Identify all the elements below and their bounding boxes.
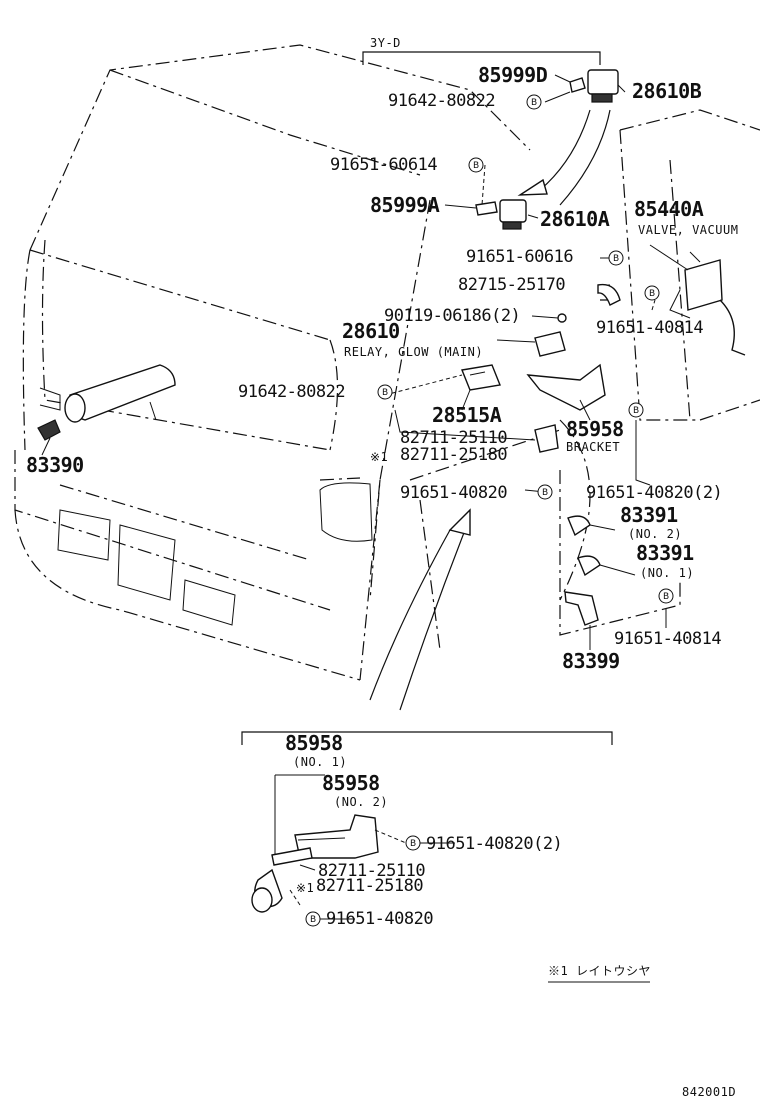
label-83390: 83390 (26, 453, 84, 477)
relay-28610B-shape (569, 69, 619, 103)
relay-28610A-shape (475, 199, 527, 230)
label-90119-06186: 90119-06186(2) (384, 306, 520, 326)
bolt-icon: B (468, 157, 484, 173)
detail-label-82711-25110: 82711-25110 (318, 861, 425, 881)
label-85958: 85958 (566, 417, 624, 441)
svg-text:B: B (531, 98, 537, 108)
leader-lines (41, 74, 689, 650)
label-91642-80822-mid: 91642-80822 (238, 382, 345, 402)
svg-text:B: B (410, 839, 416, 849)
vehicle-outline (14, 44, 760, 681)
detail-label-85958-no2: 85958 (322, 771, 380, 795)
detail-label-85958-no1: 85958 (285, 731, 343, 755)
label-85999A: 85999A (370, 193, 440, 217)
label-91651-60614: 91651-60614 (330, 155, 437, 175)
label-91642-80822-top: 91642-80822 (388, 91, 495, 111)
detail-label-no2: (NO. 2) (334, 795, 388, 809)
bracket-28515A (461, 364, 501, 391)
bolt-icon: B (537, 484, 553, 500)
label-no1: (NO. 1) (640, 566, 694, 580)
svg-text:B: B (382, 388, 388, 398)
label-82711-25110: 82711-25110 (400, 428, 507, 448)
svg-text:B: B (542, 488, 548, 498)
clamp-82711 (534, 424, 559, 453)
part-labels: 85999D 91642-80822 28610B 91651-60614 85… (26, 63, 738, 673)
svg-text:B: B (310, 915, 316, 925)
label-82711-25180: 82711-25180 (400, 445, 507, 465)
label-no2: (NO. 2) (628, 527, 682, 541)
bolt-icon: B (658, 588, 674, 604)
svg-text:B: B (633, 406, 639, 416)
bolt-icon: B (405, 835, 421, 851)
engine-label: 3Y-D (370, 36, 401, 50)
footnote: ※1 レイトウシヤ (548, 964, 651, 983)
label-28515A: 28515A (432, 403, 502, 427)
bolt-icon: B (526, 94, 542, 110)
bolt-icon: B (608, 250, 624, 266)
detail-label-91651-40820-2: 91651-40820(2) (426, 834, 562, 854)
bracket-85958 (526, 363, 606, 411)
label-83399: 83399 (562, 649, 620, 673)
svg-text:B: B (473, 161, 479, 171)
glow-relay-cylinder (37, 364, 176, 441)
detail-label-91651-40820: 91651-40820 (326, 909, 433, 929)
label-85999D: 85999D (478, 63, 548, 87)
lower-dashed-box (559, 470, 681, 636)
label-28610B: 28610B (632, 79, 702, 103)
clamp-83391-no2 (567, 515, 591, 537)
label-91651-60616: 91651-60616 (466, 247, 573, 267)
footnote-text: ※1 レイトウシヤ (548, 964, 651, 978)
clamp-83391-no1 (577, 555, 601, 577)
label-28610A: 28610A (540, 207, 610, 231)
label-91651-40814-b: 91651-40814 (614, 629, 721, 649)
bolt-icon: B (305, 911, 321, 927)
bolt-icon: B (628, 402, 644, 418)
engine-section-marker: 3Y-D (362, 36, 601, 65)
label-bracket: BRACKET (566, 440, 620, 454)
detail-label-note-mark: ※1 (296, 881, 314, 895)
label-91651-40814-a: 91651-40814 (596, 318, 703, 338)
detail-label-no1: (NO. 1) (293, 755, 347, 769)
svg-text:B: B (663, 592, 669, 602)
label-relay-glow: RELAY, GLOW (MAIN) (344, 345, 483, 359)
bolt-icon: B (644, 285, 660, 301)
detail-inset: 85958 (NO. 1) 85958 (NO. 2) 91651-40820(… (241, 731, 613, 929)
clamp-82715 (597, 283, 621, 306)
label-note-mark: ※1 (370, 450, 388, 464)
figure-id: 842001D (682, 1085, 736, 1099)
label-91651-40820: 91651-40820 (400, 483, 507, 503)
label-83391-no2: 83391 (620, 503, 678, 527)
arrows (369, 109, 611, 711)
svg-text:B: B (613, 254, 619, 264)
bolt-symbols: B B B B B B B B B B (305, 94, 674, 927)
detail-label-82711-25180: 82711-25180 (316, 876, 423, 896)
label-83391-no1: 83391 (636, 541, 694, 565)
label-91651-40820-2: 91651-40820(2) (586, 483, 722, 503)
label-85440A: 85440A (634, 197, 704, 221)
label-valve-vacuum: VALVE, VACUUM (638, 223, 738, 237)
glow-relay-28610 (534, 313, 567, 357)
svg-text:B: B (649, 289, 655, 299)
label-28610: 28610 (342, 319, 400, 343)
bolt-icon: B (377, 384, 393, 400)
label-82715-25170: 82715-25170 (458, 275, 565, 295)
bracket-83399 (564, 591, 599, 626)
vacuum-valve-shape (669, 251, 746, 356)
